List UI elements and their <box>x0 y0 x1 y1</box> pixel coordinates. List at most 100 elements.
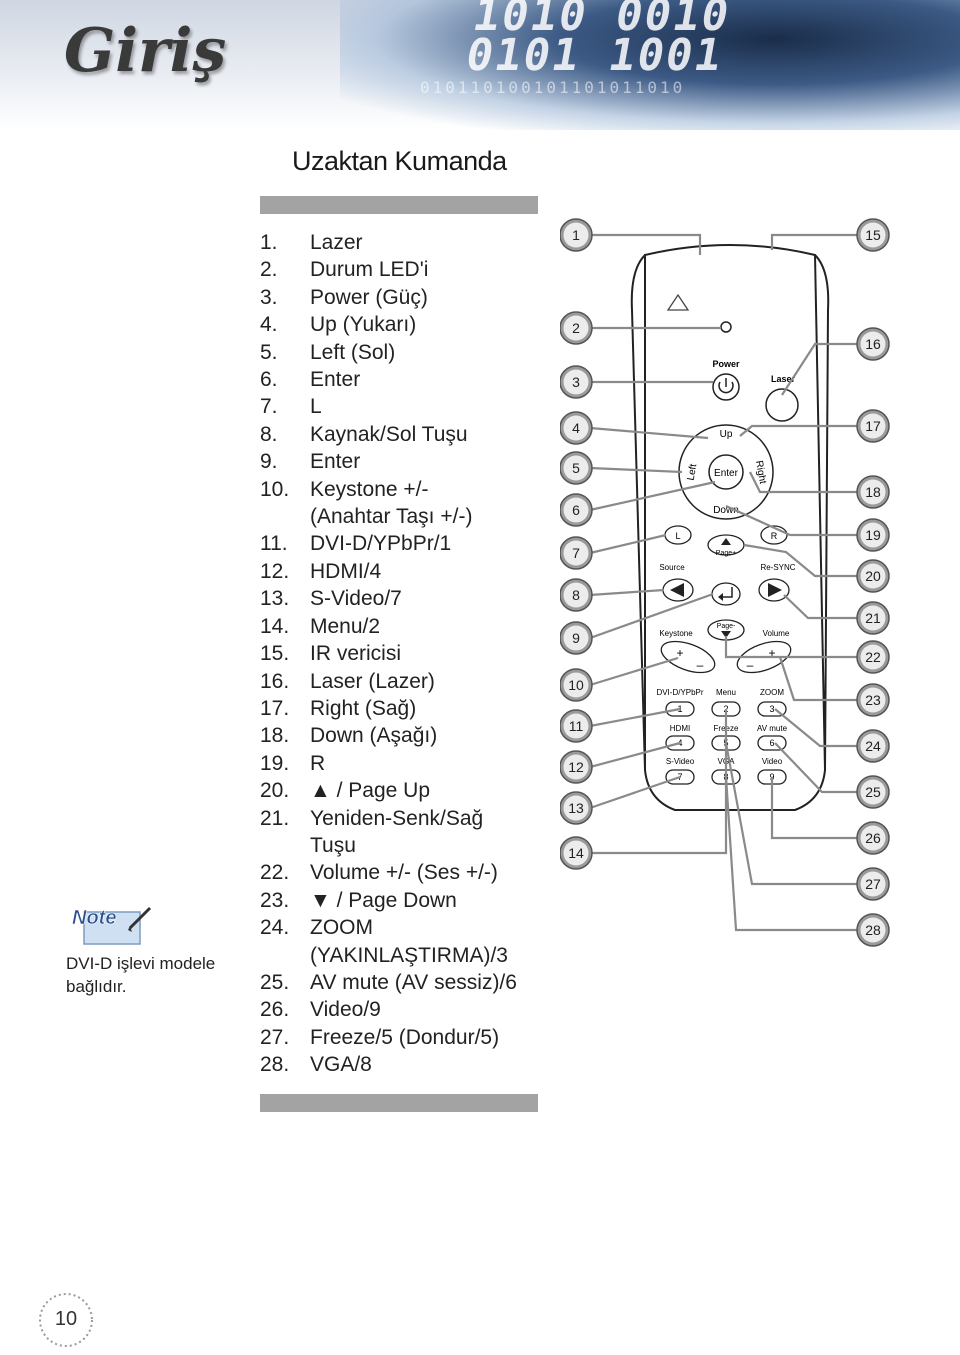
list-item: 10. Keystone +/- <box>260 476 550 503</box>
list-item-number: 15. <box>260 642 290 666</box>
source-label: Source <box>659 563 685 572</box>
list-item: 15. IR vericisi <box>260 640 550 667</box>
list-item: 8. Kaynak/Sol Tuşu <box>260 421 550 448</box>
list-item-number: 14. <box>260 614 290 638</box>
callout-number: 22 <box>865 649 881 665</box>
list-item-text: Left (Sol) <box>310 340 396 364</box>
list-item-number: 7. <box>260 395 278 419</box>
list-item: 3. Power (Güç) <box>260 284 550 311</box>
list-item-text: Keystone +/- <box>310 477 429 501</box>
list-item-number: 20. <box>260 779 290 803</box>
list-item-text: Down (Aşağı) <box>310 724 438 748</box>
laser-warning-icon <box>666 293 690 311</box>
callout-number: 14 <box>568 845 584 861</box>
list-item-number: 3. <box>260 285 278 309</box>
callout-marker-face <box>860 917 886 943</box>
list-item-number: 13. <box>260 587 290 611</box>
list-item: 27. Freeze/5 (Dondur/5) <box>260 1024 550 1051</box>
callout-number: 28 <box>865 922 881 938</box>
page-number-ring <box>39 1293 93 1347</box>
list-item-number: 8. <box>260 422 278 446</box>
callout-marker-face <box>563 795 589 821</box>
list-item-number: 10. <box>260 477 290 501</box>
list-item-text: Enter <box>310 450 361 474</box>
list-item-text: Video/9 <box>310 998 381 1022</box>
list-item-text: Kaynak/Sol Tuşu <box>310 422 468 446</box>
svideo-label: S-Video <box>666 757 695 766</box>
callout-marker-face <box>860 733 886 759</box>
callout-number: 9 <box>572 630 580 646</box>
list-item-number: 24. <box>260 916 290 940</box>
list-item-text: R <box>310 751 326 775</box>
callout-number: 26 <box>865 830 881 846</box>
callout-marker-face <box>860 825 886 851</box>
list-item: 23.▼ / Page Down <box>260 887 550 914</box>
callout-number: 23 <box>865 692 881 708</box>
list-item: 26.Video/9 <box>260 996 550 1023</box>
callout-marker-face <box>860 479 886 505</box>
banner-graphic <box>340 0 960 130</box>
enter-button[interactable] <box>708 454 744 490</box>
callout-number: 10 <box>568 677 584 693</box>
list-item-number <box>260 832 310 859</box>
callout-number: 15 <box>865 227 881 243</box>
enter-return-button[interactable] <box>711 582 741 606</box>
callout-marker-face <box>563 369 589 395</box>
callout-number: 16 <box>865 336 881 352</box>
keystone-button[interactable] <box>657 635 719 679</box>
list-item: (YAKINLAŞTIRMA)/3 <box>260 942 550 969</box>
callout-marker-face <box>860 779 886 805</box>
list-item-text: Freeze/5 (Dondur/5) <box>310 1025 500 1049</box>
list-item: 19.R <box>260 750 550 777</box>
page-down-label: Page- <box>717 623 736 630</box>
list-item-number: 23. <box>260 888 290 912</box>
key-6-label: 6 <box>769 738 774 748</box>
callout-number: 2 <box>572 320 580 336</box>
list-item-text: HDMI/4 <box>310 559 382 583</box>
list-item-text: Enter <box>310 368 361 392</box>
video-label: Video <box>762 757 783 766</box>
up-arrow-icon <box>721 538 731 545</box>
keystone-plus: + <box>676 646 683 660</box>
list-item-number: 21. <box>260 806 290 830</box>
page-up-label: Page+ <box>716 550 736 557</box>
resync-label: Re-SYNC <box>760 563 795 572</box>
laser-button[interactable] <box>765 388 799 422</box>
list-item-text: IR vericisi <box>310 642 402 666</box>
volume-minus: – <box>747 658 754 672</box>
bottom-divider <box>260 1094 538 1112</box>
note-icon: Note <box>72 907 152 945</box>
callout-number: 12 <box>568 759 584 775</box>
list-item-number: 27. <box>260 1025 290 1049</box>
list-item-number: 4. <box>260 313 278 337</box>
callout-marker-face <box>563 754 589 780</box>
enter-label: Enter <box>714 468 739 479</box>
list-item-text: Lazer <box>310 231 363 254</box>
callout-number: 13 <box>568 800 584 816</box>
callout-marker-face <box>860 222 886 248</box>
list-item: (Anahtar Taşı +/-) <box>260 503 550 530</box>
list-item-number: 9. <box>260 450 278 474</box>
callout-number: 3 <box>572 374 580 390</box>
down-arrow-icon <box>721 631 731 638</box>
callout-number: 17 <box>865 418 881 434</box>
list-item-text: S-Video/7 <box>310 587 402 611</box>
callout-marker-face <box>860 331 886 357</box>
power-icon <box>718 381 734 394</box>
list-item-text: Right (Sağ) <box>310 696 417 720</box>
down-label: Down <box>713 505 739 516</box>
list-item-number: 6. <box>260 368 278 392</box>
callout-marker-face <box>563 582 589 608</box>
callout-marker-face <box>563 713 589 739</box>
list-item-text: Power (Güç) <box>310 285 428 309</box>
remote-control-diagram: Power Laser Enter Up Down Left Right L R… <box>560 218 890 947</box>
callout-marker-face <box>563 625 589 651</box>
list-item: 22.Volume +/- (Ses +/-) <box>260 859 550 886</box>
list-item: 28.VGA/8 <box>260 1051 550 1078</box>
list-item: 24.ZOOM <box>260 914 550 941</box>
status-led <box>720 321 732 333</box>
list-item-text: Volume +/- (Ses +/-) <box>310 861 498 885</box>
menu-label: Menu <box>716 688 736 697</box>
